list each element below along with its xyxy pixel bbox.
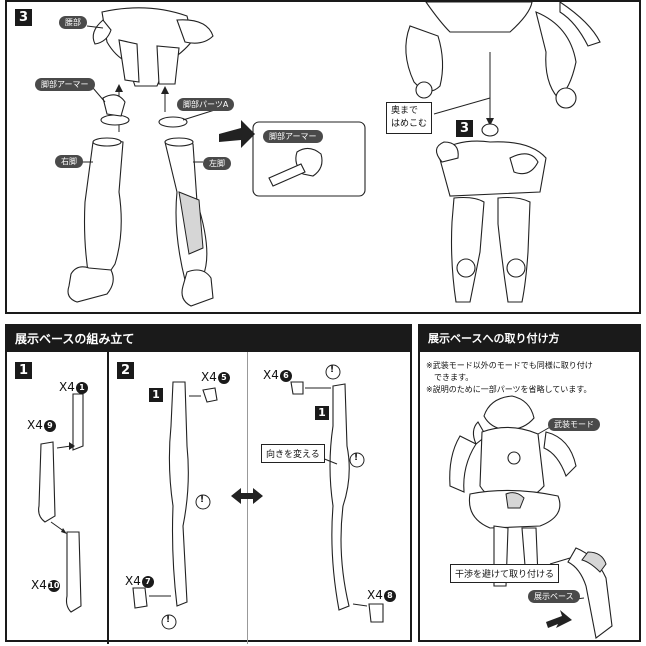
part-number-badge: 10 [47, 579, 60, 592]
part-number-badge: 1 [75, 381, 88, 394]
part-ref-1: 1 [315, 406, 329, 420]
part-number-badge: 7 [141, 575, 154, 588]
avoid-interference-label: 干渉を避けて取り付ける [450, 564, 560, 583]
step-number: 3 [456, 120, 473, 137]
armed-mode-label: 武装モード [548, 418, 600, 431]
note-line-2: できます。 [426, 373, 474, 382]
qty-prefix: X4 [31, 578, 47, 592]
qty-prefix: X4 [367, 588, 383, 602]
insert-note-line-2: はめこむ [391, 119, 428, 129]
part-number-badge: 8 [383, 589, 396, 602]
label-inset-leg-armor: 脚部アーマー [263, 130, 323, 143]
label-leg-parts-a: 脚部パーツA [177, 98, 235, 111]
qty-part-10: X410 [31, 578, 60, 592]
caution-mark: ! [330, 365, 335, 375]
figure-insert-illustration [405, 2, 601, 303]
base-assembly-illustration [38, 364, 384, 630]
part-number-badge: 5 [217, 371, 230, 384]
top-left-panel: 3 腰部 脚部アーマ [5, 0, 407, 314]
note-line-1: ※武装モード以外のモードでも同様に取り付け [426, 361, 593, 370]
qty-prefix: X4 [125, 574, 141, 588]
note-line-3: ※説明のために一部パーツを省略しています。 [426, 385, 592, 394]
qty-prefix: X4 [201, 370, 217, 384]
top-right-panel: 奥まで はめこむ 3 [380, 0, 641, 314]
change-direction-label: 向きを変える [261, 444, 325, 463]
step-1: 1 [15, 362, 32, 379]
qty-prefix: X4 [59, 380, 75, 394]
insert-fully-note: 奥まで はめこむ [386, 102, 433, 134]
label-left-leg: 左脚 [203, 157, 231, 170]
divider [107, 352, 109, 644]
step-number: 3 [15, 9, 32, 26]
label-waist: 腰部 [59, 16, 87, 29]
part-ref-1: 1 [149, 388, 163, 402]
section-title: 展示ベースへの取り付け方 [420, 326, 639, 352]
part-number-badge: 6 [279, 369, 292, 382]
attach-panel: 展示ベースへの取り付け方 ※武装モード以外のモードでも同様に取り付け できます。… [418, 324, 641, 642]
caution-mark: ! [166, 615, 171, 625]
qty-prefix: X4 [263, 368, 279, 382]
caution-mark: ! [200, 495, 205, 505]
insert-note-line-1: 奥まで [391, 106, 419, 116]
part-number-badge: 9 [43, 419, 56, 432]
display-base-label: 展示ベース [528, 590, 580, 603]
caution-mark: ! [354, 453, 359, 463]
step-2: 2 [117, 362, 134, 379]
section-title: 展示ベースの組み立て [7, 326, 410, 352]
label-leg-armor: 脚部アーマー [35, 78, 95, 91]
label-right-leg: 右脚 [55, 155, 83, 168]
qty-prefix: X4 [27, 418, 43, 432]
